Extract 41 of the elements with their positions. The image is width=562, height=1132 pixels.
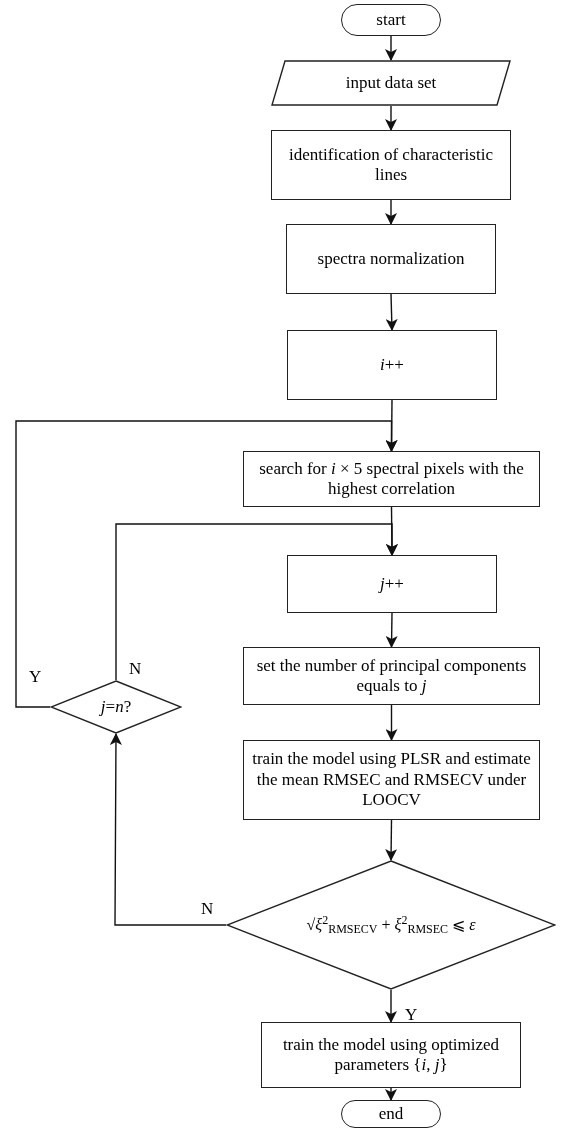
edge-label: N	[128, 660, 143, 677]
node-text: set the number of principal components equals to j	[255, 655, 528, 697]
process-box	[243, 451, 540, 507]
arrow	[385, 704, 398, 741]
input-parallelogram	[271, 60, 511, 106]
decision-diamond	[50, 680, 182, 734]
terminal-shape	[341, 4, 441, 36]
node-text: start	[375, 9, 407, 31]
arrow	[115, 523, 398, 681]
arrow	[109, 733, 227, 926]
arrow	[385, 199, 397, 225]
node-text: √ξ$^{2}$$_{RMSECV}$ + ξ$^{2}$$_{RMSEC}$ ⩽ ε	[305, 915, 477, 935]
node-text: j++	[377, 573, 405, 595]
arrow	[385, 105, 397, 131]
node-text: end	[377, 1103, 405, 1125]
node-text: j=n?	[98, 696, 133, 718]
arrow	[385, 612, 398, 648]
node-text: i++	[379, 354, 405, 376]
process-box	[287, 330, 497, 400]
arrow	[15, 420, 398, 708]
node-text: spectra normalization	[316, 248, 466, 270]
edge-label: Y	[28, 668, 43, 685]
process-box	[271, 130, 511, 200]
process-box	[243, 740, 540, 820]
decision-diamond	[226, 860, 556, 990]
node-text: train the model using optimized parameters {i, j}	[281, 1034, 501, 1076]
node-text: search for i × 5 spectral pixels with the highest correlation	[258, 458, 525, 500]
arrow	[385, 35, 397, 61]
process-box	[243, 647, 540, 705]
node-text: train the model using PLSR and estimate the mean RMSEC and RMSECV under LOOCV	[251, 749, 532, 811]
edge-label: N	[200, 900, 215, 917]
arrow	[385, 293, 398, 331]
process-box	[261, 1022, 521, 1088]
node-text: identification of characteristic lines	[288, 144, 494, 186]
terminal-shape	[341, 1100, 441, 1128]
process-box	[287, 555, 497, 613]
arrow	[385, 819, 398, 861]
node-text: input data set	[344, 72, 438, 94]
process-box	[286, 224, 496, 294]
arrow	[385, 989, 397, 1023]
arrow	[385, 1087, 397, 1101]
